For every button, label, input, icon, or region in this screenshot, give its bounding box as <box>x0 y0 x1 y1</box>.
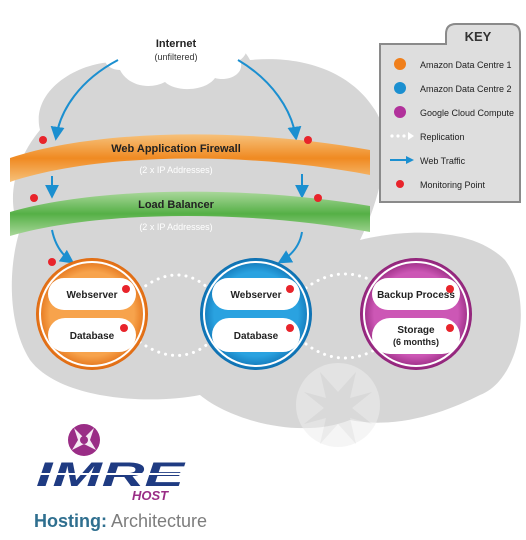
caption-light: Architecture <box>111 511 208 531</box>
traffic-arrow-right-1 <box>237 59 302 141</box>
node3-storage-duration: (6 months) <box>393 337 439 347</box>
red-dot-icon <box>396 180 404 188</box>
monitoring-dot <box>30 194 38 202</box>
monitoring-dot <box>122 285 130 293</box>
internet-title: Internet <box>156 38 197 50</box>
key-title: KEY <box>465 29 492 44</box>
replication-links <box>138 272 380 360</box>
node1-webserver: Webserver <box>67 290 118 301</box>
load-balancer-sub: (2 x IP Addresses) <box>139 222 212 232</box>
monitoring-dot <box>286 324 294 332</box>
imre-host-logo: IMRE HOST <box>36 424 186 503</box>
monitoring-points <box>30 136 454 332</box>
key-item-label: Monitoring Point <box>420 180 486 190</box>
key-legend: KEY Amazon Data Centre 1 Amazon Data Cen… <box>379 23 521 203</box>
internet-subtitle: (unfiltered) <box>154 52 197 62</box>
traffic-arrow-left-1 <box>50 59 119 141</box>
firewall-sub: (2 x IP Addresses) <box>139 165 212 175</box>
page-caption: Hosting: Architecture <box>34 511 207 532</box>
brand-tag: HOST <box>132 488 169 503</box>
key-item-label: Replication <box>420 132 465 142</box>
monitoring-dot <box>304 136 312 144</box>
monitoring-dot <box>120 324 128 332</box>
blue-circle-icon <box>394 82 406 94</box>
replication-arc-2-bottom <box>304 342 380 360</box>
internet-cloud: Internet (unfiltered) <box>103 12 247 90</box>
monitoring-dot <box>314 194 322 202</box>
node-amazon-dc2: Webserver Database <box>200 258 312 370</box>
firewall-band: Web Application Firewall (2 x IP Address… <box>10 134 370 182</box>
traffic-arrow-right-3 <box>277 231 303 264</box>
replication-arc-2-top <box>304 272 380 290</box>
monitoring-dot <box>48 258 56 266</box>
traffic-arrow-left-3 <box>51 229 75 264</box>
key-item-label: Amazon Data Centre 1 <box>420 60 512 70</box>
firewall-label: Web Application Firewall <box>111 143 241 155</box>
key-item-label: Web Traffic <box>420 156 466 166</box>
node1-database: Database <box>70 331 115 342</box>
blue-arrow-icon <box>390 156 414 164</box>
replication-arc-1-top <box>138 273 212 292</box>
key-item-label: Amazon Data Centre 2 <box>420 84 512 94</box>
monitoring-dot <box>286 285 294 293</box>
purple-circle-icon <box>394 106 406 118</box>
node2-database: Database <box>234 331 279 342</box>
monitoring-dot <box>446 324 454 332</box>
node-amazon-dc1: Webserver Database <box>36 258 148 370</box>
load-balancer-band: Load Balancer (2 x IP Addresses) <box>10 191 370 236</box>
imre-flower-icon <box>68 424 100 456</box>
key-item-label: Google Cloud Compute <box>420 108 514 118</box>
node2-webserver: Webserver <box>231 290 282 301</box>
orange-circle-icon <box>394 58 406 70</box>
node-google-cloud: Backup Process Storage (6 months) <box>360 258 472 370</box>
monitoring-dot <box>446 285 454 293</box>
monitoring-dot <box>39 136 47 144</box>
load-balancer-label: Load Balancer <box>138 199 215 211</box>
node3-storage: Storage <box>397 325 435 336</box>
watermark-logo <box>296 363 380 447</box>
dotted-arrow-icon <box>390 132 414 140</box>
node3-backup-process: Backup Process <box>377 290 455 301</box>
caption-strong: Hosting: <box>34 511 107 531</box>
